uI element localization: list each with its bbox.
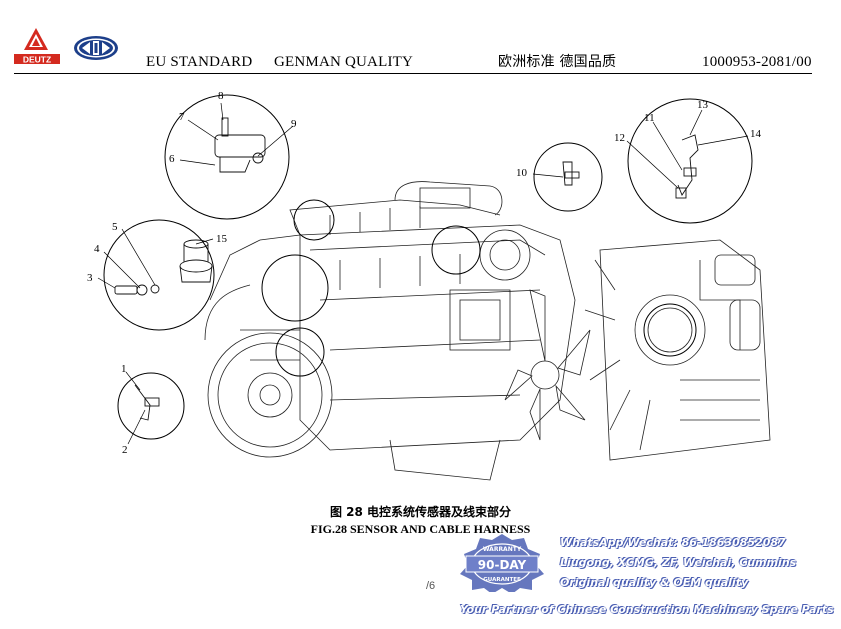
warranty-badge-icon: 90-DAY WARRANTY GUARANTEE [460, 534, 544, 592]
callout-2: 2 [122, 444, 128, 456]
deutz-faw-logo: DEUTZ [14, 28, 118, 65]
brand-right: GENMAN QUALITY [274, 54, 414, 70]
logo-text: DEUTZ [23, 55, 51, 65]
watermark-contact: WhatsApp/Wechat: 86-18630852087 [560, 536, 786, 549]
watermark-tagline: Your Partner of Chinese Construction Mac… [460, 603, 834, 616]
badge-bottom: GUARANTEE [483, 577, 521, 583]
watermark: 90-DAY WARRANTY GUARANTEE WhatsApp/Wecha… [448, 530, 841, 629]
page-number: /6 [426, 580, 436, 592]
part-sketches [114, 117, 699, 421]
callout-7: 7 [179, 111, 185, 123]
callout-13: 13 [697, 99, 709, 111]
caption-cn: 图 28 电控系统传感器及线束部分 [329, 505, 512, 519]
callout-11: 11 [644, 112, 655, 124]
leader-lines [97, 102, 749, 445]
page-header: DEUTZ EU STANDARD GENMAN QUALITY 欧洲标准 德国… [0, 0, 841, 80]
callout-6: 6 [169, 153, 175, 165]
callout-numbers: 8 7 6 9 5 4 3 15 1 2 10 11 12 13 14 [87, 90, 762, 456]
title-cn: 欧洲标准 德国品质 [498, 54, 617, 70]
side-view-drawing [584, 239, 771, 461]
brand-left: EU STANDARD [146, 54, 253, 70]
engine-diagram: 8 7 6 9 5 4 3 15 1 2 10 11 12 13 14 [87, 90, 771, 481]
engine-drawing [204, 181, 591, 481]
badge-top: WARRANTY [483, 546, 522, 553]
header-rule [14, 73, 812, 74]
doc-number: 1000953-2081/00 [702, 54, 812, 70]
callout-10: 10 [516, 167, 528, 179]
badge-center: 90-DAY [478, 558, 527, 572]
callout-4: 4 [94, 243, 100, 255]
callout-15: 15 [216, 233, 228, 245]
callout-8: 8 [218, 90, 224, 102]
watermark-brands: Liugong, XCMG, ZF, Weichai, Cummins [560, 556, 797, 569]
callout-1: 1 [121, 363, 127, 375]
callout-5: 5 [112, 221, 118, 233]
watermark-quality: Original quality & OEM quality [560, 576, 749, 589]
callout-3: 3 [87, 272, 93, 284]
callout-12: 12 [614, 132, 625, 144]
callout-14: 14 [750, 128, 762, 140]
detail-circles [103, 94, 753, 440]
caption-en: FIG.28 SENSOR AND CABLE HARNESS [310, 522, 531, 536]
callout-9: 9 [291, 118, 297, 130]
